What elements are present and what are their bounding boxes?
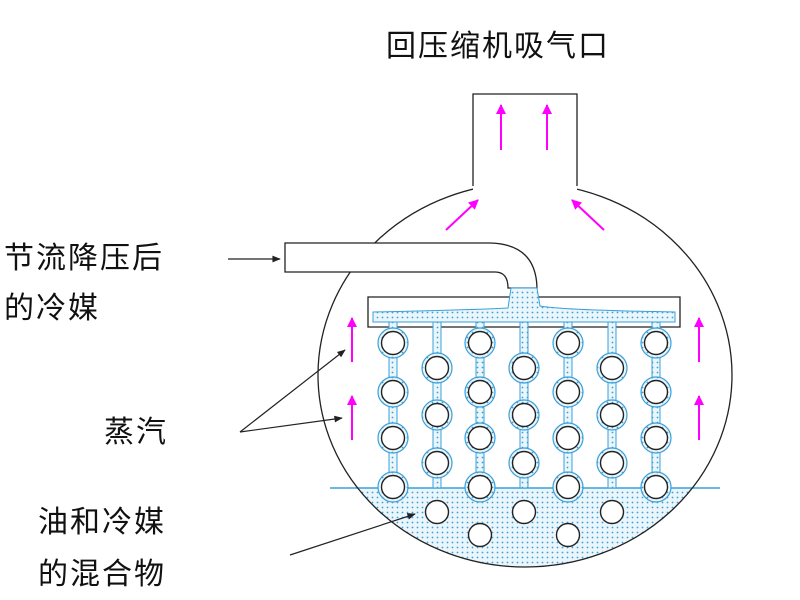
- heat-exchange-tube: [555, 474, 581, 500]
- submerged-tube: [555, 522, 581, 548]
- refrigerant-inlet-label-line2: 的冷媒: [4, 291, 100, 326]
- vapor-flow-arrows: [347, 104, 704, 440]
- heat-exchange-tube: [380, 425, 406, 451]
- heat-exchange-tube: [643, 330, 669, 356]
- heat-exchange-tube: [467, 379, 493, 405]
- mixture-leader-line: [289, 513, 416, 556]
- heat-exchange-tube: [424, 450, 450, 476]
- heat-exchange-tube: [467, 330, 493, 356]
- submerged-tube: [599, 499, 625, 525]
- heat-exchange-tube: [599, 402, 625, 428]
- heat-exchange-tube: [555, 379, 581, 405]
- vapor-leader-line: [239, 349, 346, 433]
- suction-outlet-neck-outline: [472, 93, 578, 186]
- heat-exchange-tube: [511, 450, 537, 476]
- refrigerant-inlet-pipe: [284, 242, 538, 289]
- heat-exchange-tube: [643, 379, 669, 405]
- heat-exchange-tube: [467, 425, 493, 451]
- mixture-label-line2: 的混合物: [38, 557, 166, 592]
- heat-exchange-tube: [643, 474, 669, 500]
- suction-outlet-neck: [473, 94, 577, 194]
- submerged-tube: [511, 499, 537, 525]
- refrigerant-inlet-label-line1: 节流降压后: [4, 241, 164, 276]
- heat-exchange-tube: [599, 450, 625, 476]
- heat-exchange-tube: [424, 402, 450, 428]
- tube-bank: [377, 321, 672, 548]
- heat-exchange-tube: [599, 355, 625, 381]
- heat-exchange-tube: [511, 355, 537, 381]
- vapor-label: 蒸汽: [104, 415, 168, 450]
- tray-liquid: [372, 287, 676, 323]
- heat-exchange-tube: [555, 425, 581, 451]
- heat-exchange-tube: [380, 379, 406, 405]
- heat-exchange-tube: [380, 330, 406, 356]
- heat-exchange-tube: [555, 330, 581, 356]
- vapor-leader-line: [239, 415, 343, 433]
- submerged-tube: [467, 522, 493, 548]
- flow-arrow-icon: [445, 199, 479, 231]
- heat-exchange-tube: [380, 474, 406, 500]
- heat-exchange-tube: [424, 355, 450, 381]
- mixture-label-line1: 油和冷媒: [38, 505, 166, 540]
- heat-exchange-tube: [511, 402, 537, 428]
- suction-outlet-label: 回压缩机吸气口: [386, 29, 610, 64]
- heat-exchange-tube: [643, 425, 669, 451]
- flow-arrow-icon: [571, 199, 605, 231]
- submerged-tube: [424, 499, 450, 525]
- heat-exchange-tube: [467, 474, 493, 500]
